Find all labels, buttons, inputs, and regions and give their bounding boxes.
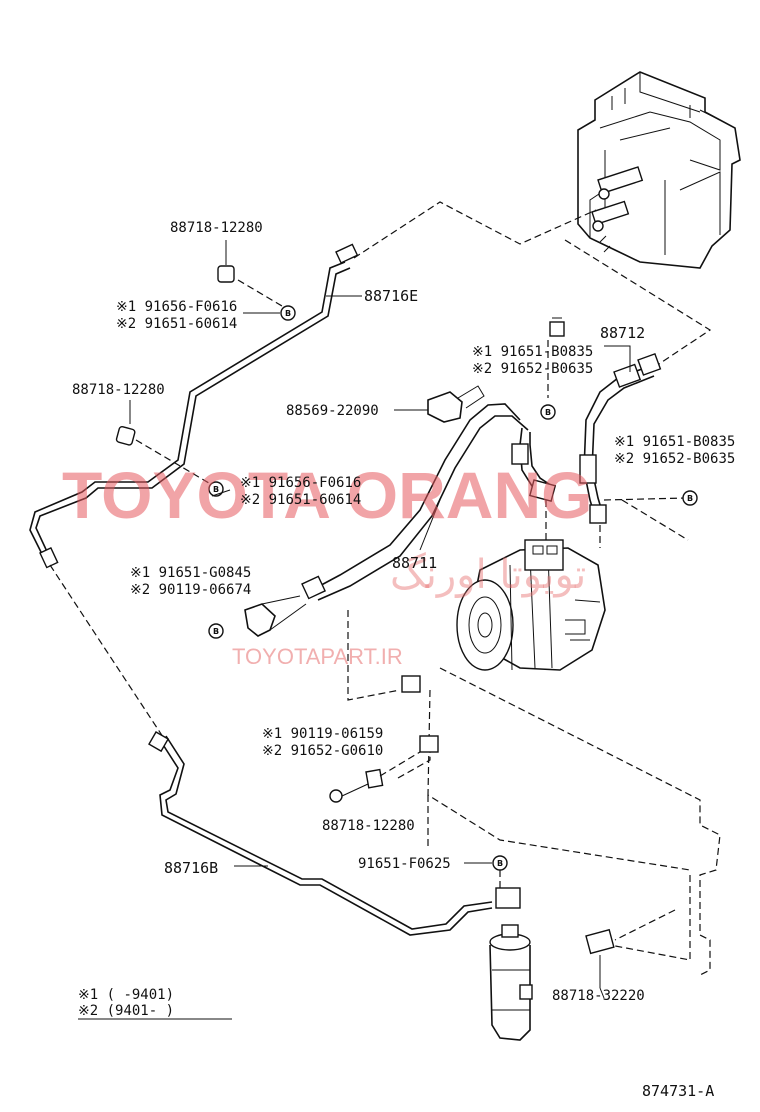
bolt-marker-glyph: B [545,408,551,417]
clamp-right [585,928,615,988]
receiver-dryer [489,870,533,1041]
legend-line-2: ※2 (9401- ) [78,1003,174,1019]
label-bolt-comp-2: ※2 91652-B0635 [472,361,593,377]
bolt-marker-right: B [682,490,698,506]
label-bolt-comp-1: ※1 91651-B0835 [472,344,593,360]
watermark-persian: تویوتا اورنگ [390,552,586,598]
watermark-site: TOYOTAPART.IR [232,644,403,669]
bolt-88712-top [549,317,565,337]
hose-88712 [579,352,662,524]
bolt-marker-glyph: B [213,485,219,494]
bolt-marker-bottom: B [492,855,508,871]
label-bolt-low-2: ※2 91652-G0610 [262,743,383,759]
compressor [456,539,606,671]
label-bolt-left-1: ※1 91651-G0845 [130,565,251,581]
bolt-marker-compressor: B [540,404,556,420]
bolt-marker-top: B [280,305,296,321]
legend: ※1 ( -9401) ※2 (9401- ) [78,987,232,1020]
label-clamp-left: 88718-12280 [72,382,165,398]
bolt-marker-glyph: B [687,494,693,503]
bolt-marker-glyph: B [497,859,503,868]
label-clamp-top: 88718-12280 [170,220,263,236]
label-bolt-bottom: 91651-F0625 [358,856,451,872]
bracket-88569 [394,385,485,423]
evaporator-unit [577,71,741,269]
pipe-88716b [49,564,493,936]
label-bolt-top-2: ※2 91651-60614 [116,316,237,332]
bolt-marker-left: B [208,623,224,639]
diagram-id: 874731-A [642,1082,714,1100]
label-pipe-b: 88716B [164,859,218,877]
label-clamp-low: 88718-12280 [322,818,415,834]
label-hose-88712: 88712 [600,324,645,342]
clamp-top [217,240,283,307]
legend-line-1: ※1 ( -9401) [78,987,174,1003]
pipe-88716e [29,243,359,569]
label-bolt-low-1: ※1 90119-06159 [262,726,383,742]
label-bolt-left-2: ※2 90119-06674 [130,582,251,598]
bolt-marker-glyph: B [213,627,219,636]
clamp-left [115,400,215,487]
condenser [397,667,721,976]
label-hose-88711: 88711 [392,554,437,572]
label-bolt-right-2: ※2 91652-B0635 [614,451,735,467]
hose-88711 [244,403,557,637]
bolt-marker-glyph: B [285,309,291,318]
label-clamp-right: 88718-32220 [552,988,645,1004]
label-bolt-top-1: ※1 91656-F0616 [116,299,237,315]
watermark-main: TOYOTA ORANG [62,458,592,532]
label-bolt-mid-2: ※2 91651-60614 [240,492,361,508]
label-bracket: 88569-22090 [286,403,379,419]
label-pipe-e: 88716E [364,287,418,305]
bolt-90119 [329,675,439,803]
label-bolt-mid-1: ※1 91656-F0616 [240,475,361,491]
bolt-marker-mid: B [208,481,224,497]
label-bolt-right-1: ※1 91651-B0835 [614,434,735,450]
